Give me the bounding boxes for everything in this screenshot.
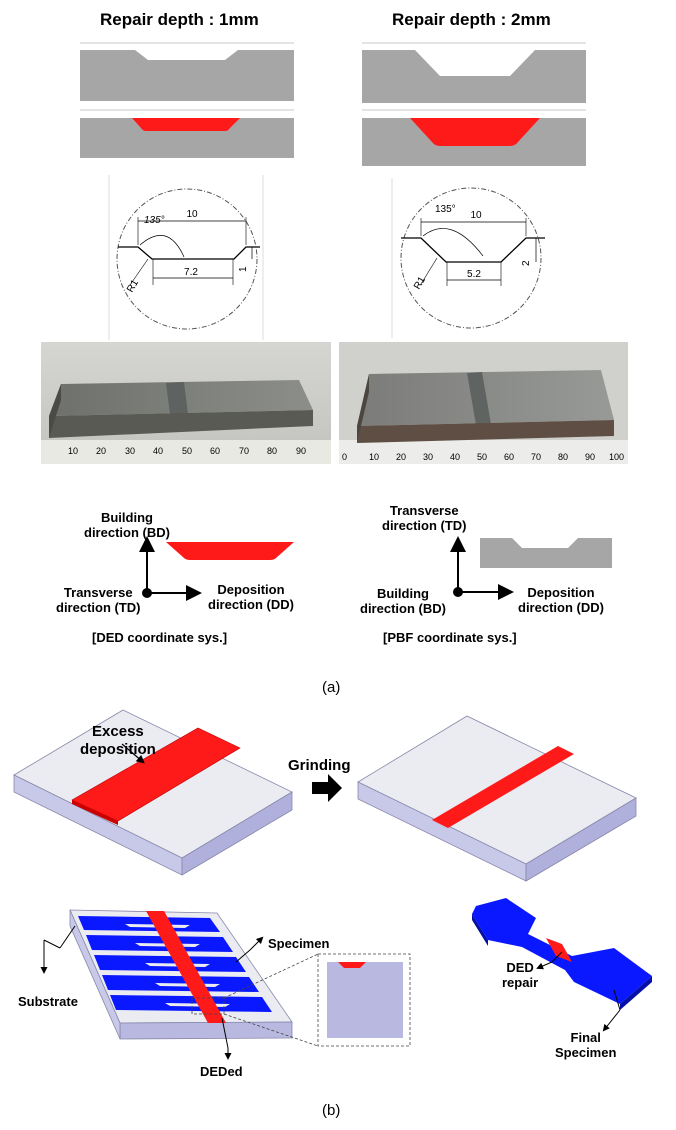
specimen-label: Specimen (268, 936, 330, 951)
block-ground (357, 715, 637, 882)
angle-2mm: 135° (435, 204, 456, 215)
ruler-left: 10 20 30 40 50 60 70 80 90 (68, 446, 307, 456)
pbf-gray-profile (480, 538, 612, 568)
substrate-label: Substrate (18, 994, 78, 1009)
groove-2mm-empty (362, 42, 586, 103)
photo-specimen-2mm (339, 342, 628, 464)
panel-b-graphics (13, 709, 652, 1060)
pbf-caption: [PBF coordinate sys.] (383, 630, 517, 645)
ruler-right: 0 10 20 30 40 50 60 70 80 90 100 (342, 452, 625, 462)
block-excess-deposition (13, 709, 293, 876)
ded-axis-vertical-label: Building direction (BD) (84, 510, 170, 540)
groove-1mm-filled (80, 109, 294, 158)
dim-top-2mm: 10 (470, 210, 482, 221)
groove-2mm-filled (362, 109, 586, 166)
dim-top-1mm: 10 (186, 209, 198, 220)
title-repair-2mm: Repair depth : 2mm (392, 10, 551, 29)
groove-profiles (80, 42, 586, 166)
ded-axis-origin-label: Transverse direction (TD) (56, 585, 141, 615)
ded-red-profile (166, 542, 294, 560)
final-specimen-label: Final Specimen (555, 1030, 617, 1060)
pbf-axis-origin-label: Building direction (BD) (360, 586, 446, 616)
dim-bottom-2mm: 5.2 (467, 269, 481, 280)
grinding-label: Grinding (288, 757, 351, 774)
radius-1mm: R1 (125, 278, 141, 295)
dim-depth-2mm: 2 (521, 260, 532, 266)
dim-depth-1mm: 1 (238, 266, 249, 272)
deded-label: DEDed (200, 1064, 243, 1079)
grinding-arrow (312, 774, 342, 802)
panel-label-b: (b) (322, 1102, 341, 1119)
red-deposit-1mm (132, 118, 240, 131)
red-deposit-2mm (410, 118, 540, 146)
coordinate-systems-graphics (139, 536, 612, 601)
angle-1mm: 135° (144, 215, 165, 226)
title-repair-1mm: Repair depth : 1mm (100, 10, 259, 29)
ded-axis-horizontal-label: Deposition direction (DD) (208, 582, 294, 612)
ded-caption: [DED coordinate sys.] (92, 630, 228, 645)
ded-repair-label: DED repair (502, 960, 539, 990)
groove-1mm-empty (80, 42, 294, 101)
deded-red-strip (146, 911, 226, 1023)
final-specimen (472, 898, 652, 1032)
block-specimen-layout (40, 909, 411, 1060)
pbf-axis-vertical-label: Transverse direction (TD) (382, 503, 467, 533)
detail-drawing-1mm: 10 135° 7.2 1 R1 (108, 175, 264, 340)
detail-drawing-2mm: 10 135° 5.2 2 R1 (391, 178, 545, 338)
excess-deposition-label: Excess deposition (80, 723, 156, 758)
photo-specimen-1mm (41, 342, 331, 464)
radius-2mm: R1 (412, 275, 428, 292)
pbf-axis-horizontal-label: Deposition direction (DD) (518, 585, 604, 615)
final-red-patch (546, 938, 572, 962)
dim-bottom-1mm: 7.2 (184, 267, 198, 278)
panel-label-a: (a) (322, 679, 341, 696)
ground-red-strip (432, 746, 574, 828)
